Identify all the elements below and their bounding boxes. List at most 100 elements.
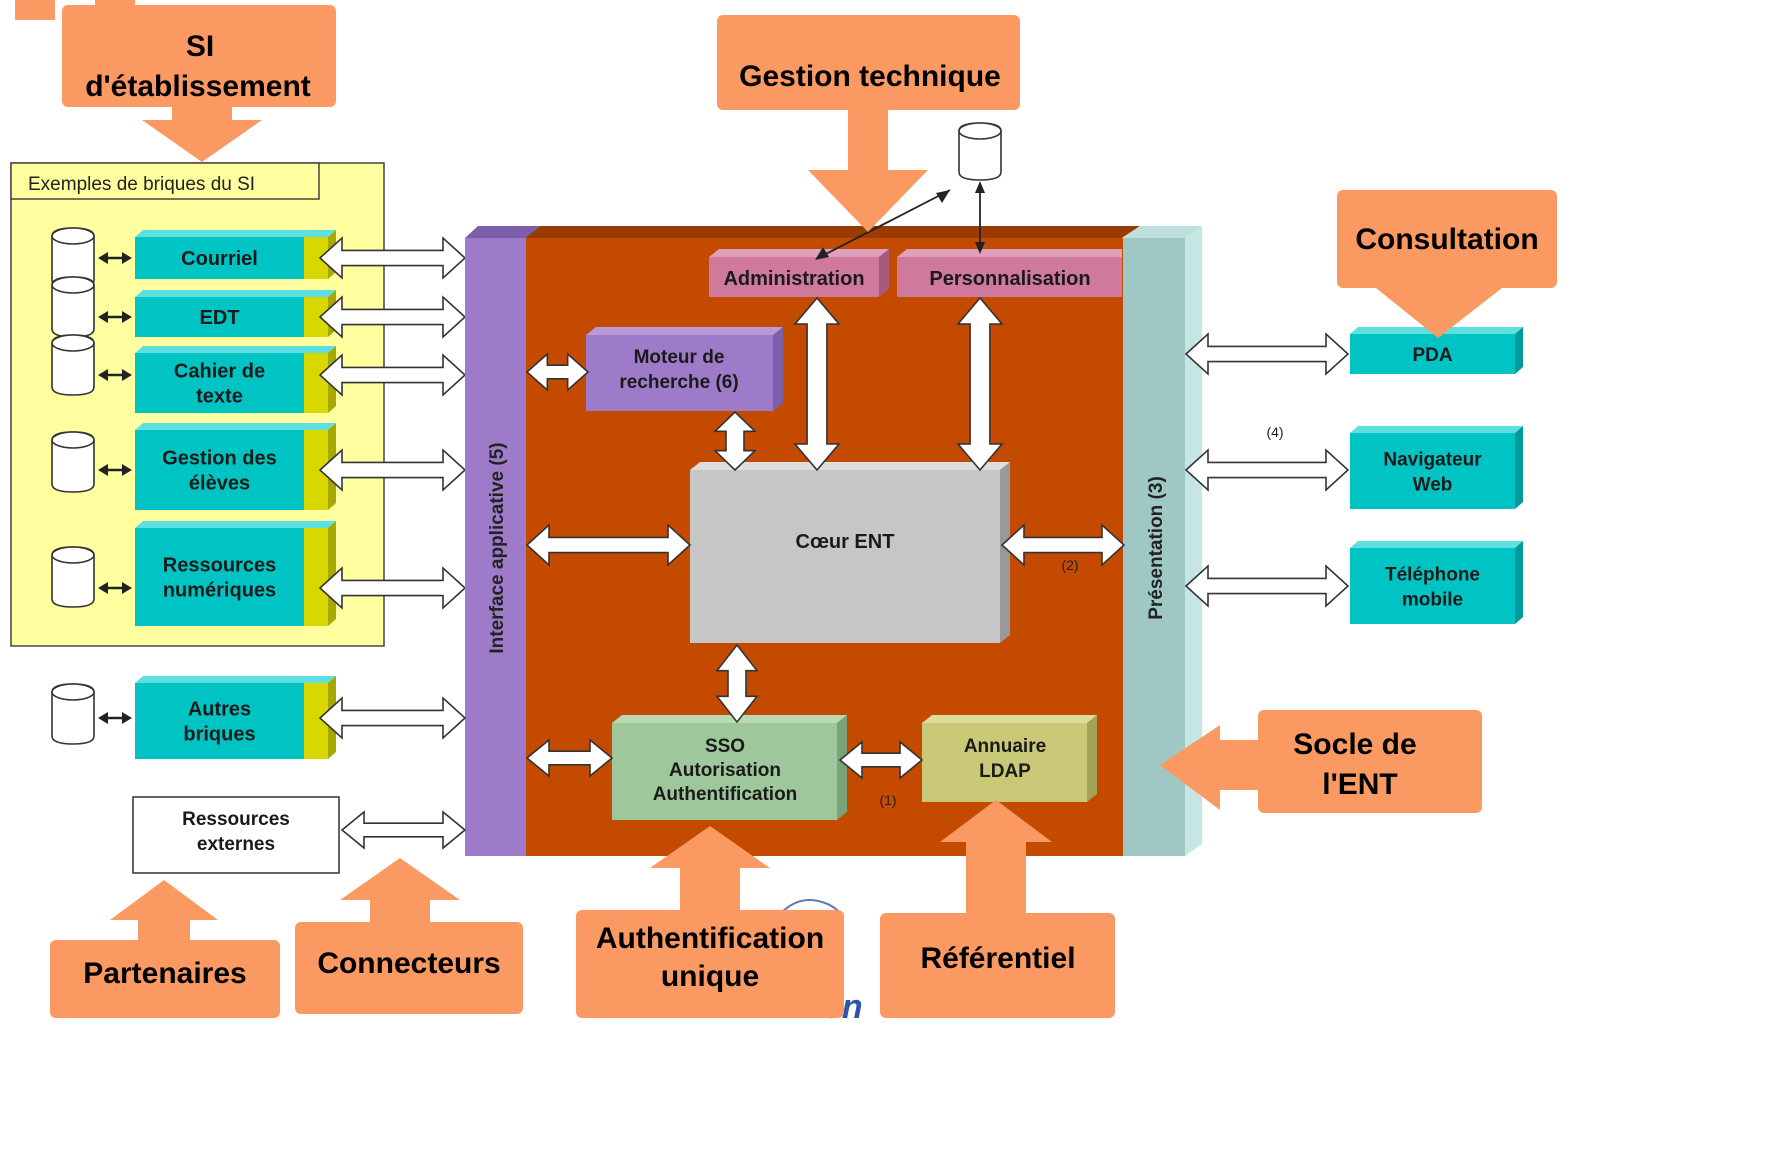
- presentation-top: [1123, 226, 1202, 238]
- brick-label: numériques: [163, 580, 276, 602]
- annuaire-box: Annuaire LDAP: [922, 715, 1097, 802]
- database-icon: [51, 546, 95, 608]
- administration-box: Administration: [709, 249, 889, 297]
- sso-line1: SSO: [705, 736, 745, 757]
- brick-label: briques: [183, 724, 255, 746]
- external-connector-arrow: [340, 810, 467, 850]
- external-line1: Ressources: [182, 809, 290, 830]
- note-4: (4): [1266, 424, 1283, 440]
- brick-label: Cahier de: [174, 361, 265, 383]
- connector-arrow: [318, 566, 467, 610]
- database-icon: [51, 276, 95, 338]
- moteur-line2: recherche (6): [619, 372, 738, 393]
- callout-pointer: [650, 826, 770, 915]
- brick-label: texte: [196, 386, 243, 408]
- callout-partenaires: [50, 940, 280, 1018]
- admin-db-link: [821, 189, 951, 257]
- annuaire-line2: LDAP: [979, 761, 1031, 782]
- connector-arrow: [318, 353, 467, 397]
- connector-arrow: [318, 696, 467, 740]
- callout-si-etablissement: [62, 5, 336, 107]
- connector-arrow: [318, 295, 467, 339]
- device-label: PDA: [1412, 345, 1452, 366]
- callout-pointer: [808, 105, 928, 232]
- db-link-arrow: [98, 582, 132, 594]
- callout-si-line2: d'établissement: [85, 70, 311, 103]
- admin-coeur-arrow: [793, 296, 841, 472]
- moteur-line1: Moteur de: [634, 347, 725, 368]
- brick-label: Courriel: [181, 248, 258, 270]
- personnalisation-box: Personnalisation: [897, 249, 1122, 297]
- brick-edt: EDT: [135, 290, 336, 337]
- database-icon: [51, 431, 95, 493]
- callout-auth-line2: unique: [661, 960, 759, 993]
- sso-interface-arrow: [525, 738, 614, 778]
- db-link-arrow: [98, 712, 132, 724]
- device-label: Navigateur: [1383, 450, 1482, 471]
- callout-pointer: [1376, 283, 1502, 338]
- note-1: (1): [879, 792, 896, 808]
- connector-arrow: [318, 448, 467, 492]
- device-label: mobile: [1402, 590, 1463, 611]
- brick-cahier-de-texte: Cahier de texte: [135, 346, 336, 413]
- pda-arrow: [1184, 332, 1350, 376]
- callout-connecteurs-label: Connecteurs: [317, 947, 500, 980]
- si-panel-title-box: [10, 162, 320, 200]
- interface-top: [465, 226, 541, 238]
- db-link-arrow: [98, 252, 132, 264]
- brick-autres: Autres briques: [135, 676, 336, 759]
- brick-label: élèves: [189, 473, 250, 495]
- interface-applicative-bar: [465, 238, 526, 856]
- callout-consultation: [1337, 190, 1557, 288]
- callout-si-line1: SI: [186, 30, 214, 63]
- moteur-coeur-arrow: [713, 410, 757, 472]
- personnalisation-label: Personnalisation: [929, 268, 1090, 290]
- logo-fragment: [15, 0, 55, 20]
- brick-label: Ressources: [163, 555, 276, 577]
- callout-auth-line1: Authentification: [596, 922, 824, 955]
- coeur-sso-arrow: [715, 643, 759, 724]
- moteur-recherche-box: Moteur de recherche (6): [586, 327, 783, 411]
- callout-pointer: [1160, 725, 1262, 810]
- callout-pointer: [142, 100, 262, 162]
- callout-socle: [1258, 710, 1482, 813]
- administration-label: Administration: [723, 268, 864, 290]
- core-top-face: [525, 226, 1140, 238]
- device-label: Téléphone: [1385, 565, 1480, 586]
- external-line2: externes: [197, 834, 275, 855]
- coeur-label: Cœur ENT: [796, 531, 895, 553]
- sso-line2: Autorisation: [669, 760, 781, 781]
- callout-referentiel-label: Référentiel: [920, 942, 1075, 975]
- database-icon: [51, 334, 95, 396]
- device-label: Web: [1413, 475, 1453, 496]
- ressources-externes-box: [132, 796, 340, 874]
- presentation-label: Présentation (3): [1146, 476, 1167, 620]
- connector-arrow: [318, 236, 467, 280]
- db-link-arrow: [98, 464, 132, 476]
- coeur-interface-arrow: [525, 523, 692, 567]
- callout-gestion-label: Gestion technique: [739, 60, 1001, 93]
- callout-socle-line2: l'ENT: [1322, 768, 1397, 801]
- db-link-arrow: [98, 311, 132, 323]
- callout-connecteurs: [295, 922, 523, 1014]
- arrowhead: [975, 242, 985, 254]
- brick-label: EDT: [200, 307, 240, 329]
- callout-consultation-label: Consultation: [1355, 223, 1538, 256]
- database-icon: [51, 683, 95, 745]
- brick-label: Autres: [188, 699, 251, 721]
- presentation-side: [1185, 226, 1202, 856]
- sso-box: SSO Autorisation Authentification: [612, 715, 847, 820]
- callout-pointer: [110, 880, 218, 945]
- coeur-presentation-arrow: [1000, 523, 1126, 567]
- arrowhead: [936, 190, 950, 203]
- moteur-arrow: [525, 352, 590, 392]
- callout-referentiel: [880, 913, 1115, 1018]
- presentation-bar: [1123, 238, 1186, 856]
- brick-ressources-numeriques: Ressources numériques: [135, 521, 336, 626]
- si-panel-title: Exemples de briques du SI: [28, 174, 255, 195]
- callout-partenaires-label: Partenaires: [83, 957, 246, 990]
- callout-pointer: [940, 800, 1052, 918]
- callout-gestion-technique: [717, 15, 1020, 110]
